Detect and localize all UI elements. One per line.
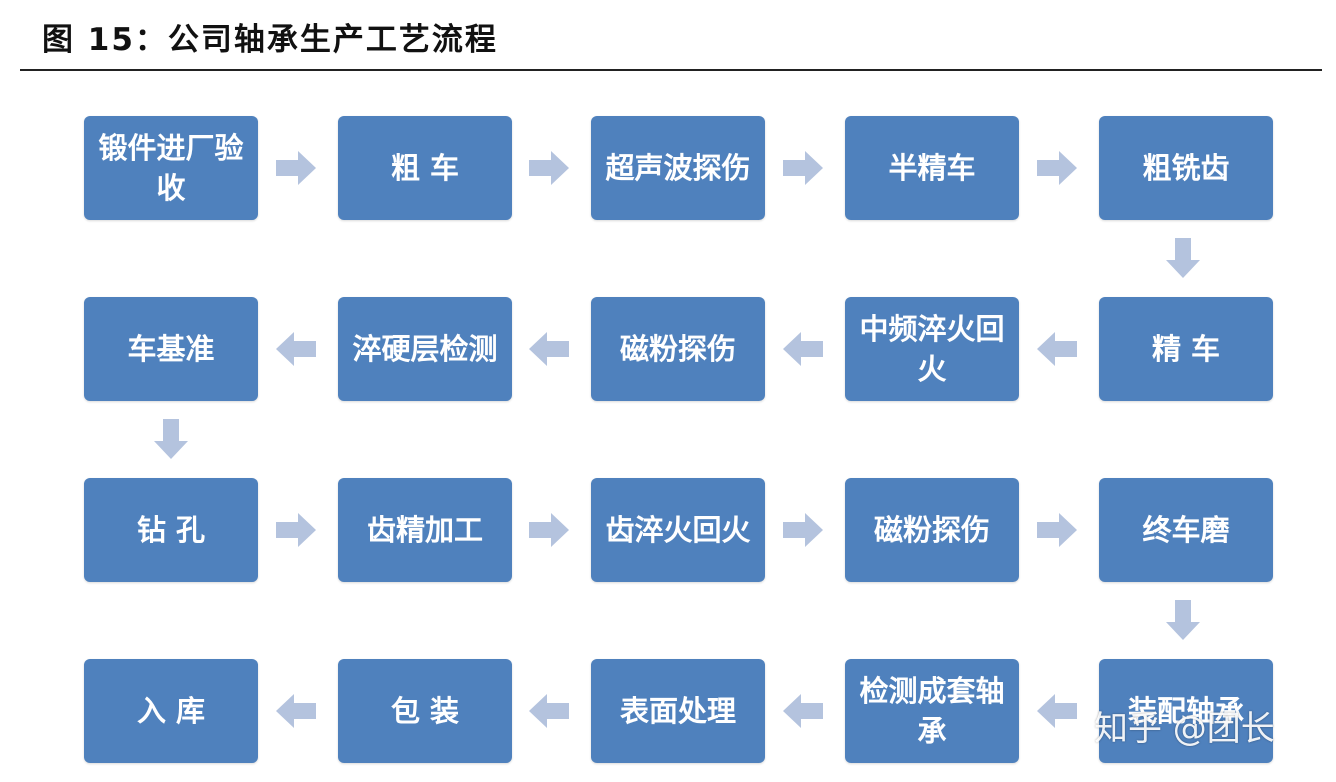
step-box: 超声波探伤 (591, 116, 765, 220)
step-box: 车基准 (84, 297, 258, 401)
step-label: 齿淬火回火 (605, 513, 751, 547)
step-box: 终车磨 (1099, 478, 1273, 582)
arrow-left-icon (1037, 332, 1077, 366)
arrow-left-icon (276, 332, 316, 366)
step-box: 包 装 (338, 659, 512, 763)
step-label: 装配轴承 (1127, 694, 1244, 728)
step-box: 粗铣齿 (1099, 116, 1273, 220)
step-label: 入 库 (136, 694, 206, 728)
step-label: 齿精加工 (366, 513, 483, 547)
arrow-right-icon (1037, 151, 1077, 185)
watermark: 知乎 @团长 (1094, 709, 1275, 749)
step-label: 表面处理 (619, 694, 736, 728)
arrow-right-icon (529, 513, 569, 547)
step-label: 包 装 (390, 694, 460, 728)
step-box: 齿淬火回火 (591, 478, 765, 582)
step-box: 半精车 (845, 116, 1019, 220)
step-label: 磁粉探伤 (873, 513, 990, 547)
step-label: 粗 车 (390, 151, 460, 185)
arrow-left-icon (783, 694, 823, 728)
step-box: 淬硬层检测 (338, 297, 512, 401)
arrow-right-icon (783, 513, 823, 547)
step-box: 齿精加工 (338, 478, 512, 582)
step-box: 锻件进厂验收 (84, 116, 258, 220)
step-label: 精 车 (1151, 332, 1221, 366)
step-label: 粗铣齿 (1142, 151, 1230, 185)
arrow-left-icon (1037, 694, 1077, 728)
step-label: 锻件进厂验收 (98, 131, 244, 205)
arrow-right-icon (276, 151, 316, 185)
step-box: 中频淬火回火 (845, 297, 1019, 401)
page-title: 图 15：公司轴承生产工艺流程 (42, 22, 498, 58)
arrow-right-icon (276, 513, 316, 547)
arrow-right-icon (783, 151, 823, 185)
step-label: 车基准 (127, 332, 215, 366)
step-box: 磁粉探伤 (845, 478, 1019, 582)
title-divider (20, 69, 1322, 71)
arrow-left-icon (529, 332, 569, 366)
step-label: 半精车 (888, 151, 976, 185)
step-label: 磁粉探伤 (619, 332, 736, 366)
step-label: 钻 孔 (136, 513, 206, 547)
step-label: 检测成套轴承 (859, 674, 1005, 748)
arrow-left-icon (276, 694, 316, 728)
step-box: 检测成套轴承 (845, 659, 1019, 763)
arrow-down-icon (1166, 600, 1200, 640)
step-label: 终车磨 (1142, 513, 1230, 547)
arrow-left-icon (783, 332, 823, 366)
step-box: 粗 车 (338, 116, 512, 220)
step-box: 入 库 (84, 659, 258, 763)
arrow-down-icon (1166, 238, 1200, 278)
step-box: 表面处理 (591, 659, 765, 763)
step-box: 装配轴承 (1099, 659, 1273, 763)
step-box: 钻 孔 (84, 478, 258, 582)
step-label: 超声波探伤 (605, 151, 751, 185)
arrow-right-icon (529, 151, 569, 185)
step-box: 精 车 (1099, 297, 1273, 401)
step-label: 中频淬火回火 (859, 312, 1005, 386)
arrow-right-icon (1037, 513, 1077, 547)
arrow-left-icon (529, 694, 569, 728)
step-label: 淬硬层检测 (352, 332, 498, 366)
step-box: 磁粉探伤 (591, 297, 765, 401)
arrow-down-icon (154, 419, 188, 459)
